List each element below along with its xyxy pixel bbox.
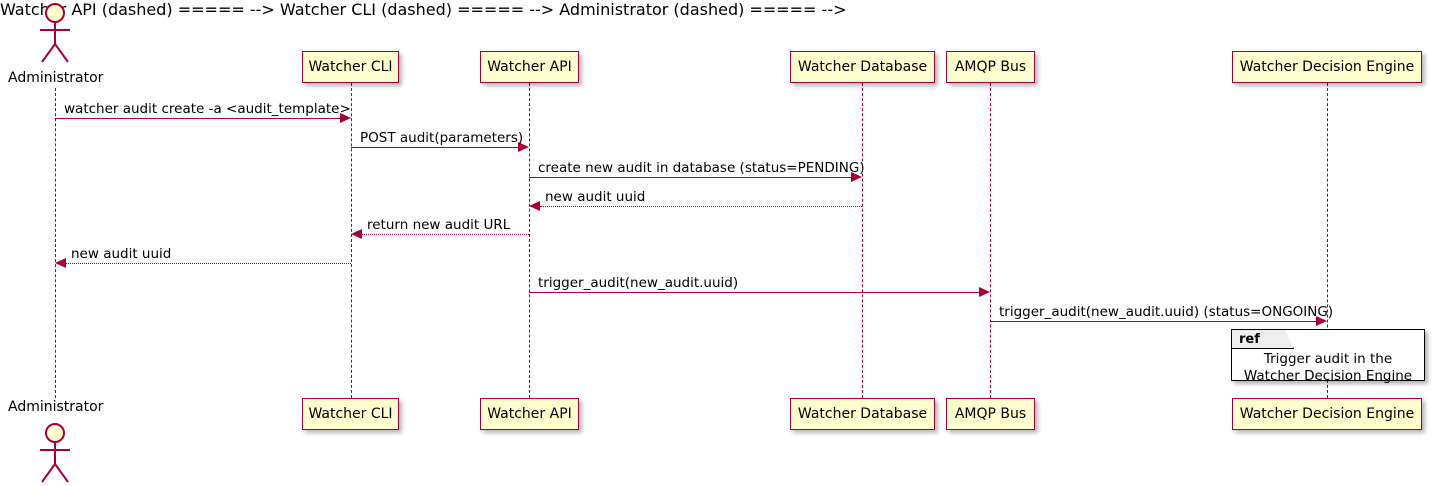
actor-stick-figure-icon [40, 3, 70, 63]
message-label-5: return new audit URL [367, 217, 511, 233]
lifeline-watcher-api [529, 83, 530, 398]
participant-label: Watcher API [487, 59, 572, 75]
participant-amqp-bus-top[interactable]: AMQP Bus [946, 51, 1035, 83]
actor-administrator-top [33, 2, 77, 64]
participant-watcher-database-bottom[interactable]: Watcher Database [790, 398, 935, 430]
participant-label: AMQP Bus [954, 59, 1027, 75]
message-arrowhead-7 [979, 287, 990, 297]
participant-label: Watcher Database [797, 406, 928, 422]
participant-watcher-cli-top[interactable]: Watcher CLI [302, 51, 399, 83]
ref-fragment-tab: ref [1232, 330, 1294, 349]
lifeline-watcher-decision-engine [1327, 83, 1328, 398]
message-label-4: new audit uuid [545, 189, 646, 205]
ref-fragment-line-2: Watcher Decision Engine [1243, 368, 1413, 384]
participant-label: Watcher CLI [308, 406, 393, 422]
participant-watcher-api-top[interactable]: Watcher API [480, 51, 579, 83]
participant-label: Watcher CLI [308, 59, 393, 75]
ref-fragment-line-1: Trigger audit in the [1263, 351, 1393, 367]
lifeline-watcher-database [862, 83, 863, 398]
message-line-3 [529, 177, 851, 178]
lifeline-watcher-cli [351, 83, 352, 398]
participant-label: Watcher Decision Engine [1239, 59, 1415, 75]
message-label-7: trigger_audit(new_audit.uuid) [538, 275, 739, 291]
participant-watcher-decision-engine-top[interactable]: Watcher Decision Engine [1232, 51, 1422, 83]
actor-stick-figure-icon [40, 423, 70, 483]
message-line-7 [529, 292, 979, 293]
participant-label: Watcher API [487, 406, 572, 422]
ref-fragment-trigger-audit: ref Trigger audit in the Watcher Decisio… [1231, 329, 1425, 384]
participant-label: AMQP Bus [954, 406, 1027, 422]
message-arrowhead-5 [351, 229, 362, 239]
ref-fragment-tab-label: ref [1239, 331, 1260, 347]
participant-watcher-api-bottom[interactable]: Watcher API [480, 398, 579, 430]
message-arrowhead-8 [1316, 316, 1327, 326]
message-line-4 [540, 206, 862, 207]
message-line-1 [55, 118, 340, 119]
message-arrowhead-2 [518, 142, 529, 152]
message-arrowhead-4 [529, 201, 540, 211]
message-label-8: trigger_audit(new_audit.uuid) (status=ON… [999, 304, 1334, 320]
message-label-6: new audit uuid [71, 246, 172, 262]
message-arrowhead-3 [851, 172, 862, 182]
actor-label-administrator-top: Administrator [8, 70, 104, 86]
ref-fragment-body: Trigger audit in the Watcher Decision En… [1232, 351, 1424, 385]
message-arrowhead-1 [340, 113, 351, 123]
message-label-3: create new audit in database (status=PEN… [538, 160, 865, 176]
message-label-1: watcher audit create -a <audit_template> [64, 101, 351, 117]
participant-watcher-cli-bottom[interactable]: Watcher CLI [302, 398, 399, 430]
message-label-2: POST audit(parameters) [360, 130, 524, 146]
participant-amqp-bus-bottom[interactable]: AMQP Bus [946, 398, 1035, 430]
actor-label-administrator-bottom: Administrator [8, 399, 104, 415]
message-line-5 [362, 234, 529, 235]
lifeline-amqp-bus [990, 83, 991, 398]
message-line-8 [990, 321, 1316, 322]
message-arrowhead-6 [55, 258, 66, 268]
lifeline-administrator [55, 88, 56, 398]
participant-label: Watcher Decision Engine [1239, 406, 1415, 422]
participant-label: Watcher Database [797, 59, 928, 75]
message-line-2 [351, 147, 518, 148]
message-line-6 [66, 263, 351, 264]
actor-administrator-bottom [33, 422, 77, 484]
participant-watcher-database-top[interactable]: Watcher Database [790, 51, 935, 83]
participant-watcher-decision-engine-bottom[interactable]: Watcher Decision Engine [1232, 398, 1422, 430]
